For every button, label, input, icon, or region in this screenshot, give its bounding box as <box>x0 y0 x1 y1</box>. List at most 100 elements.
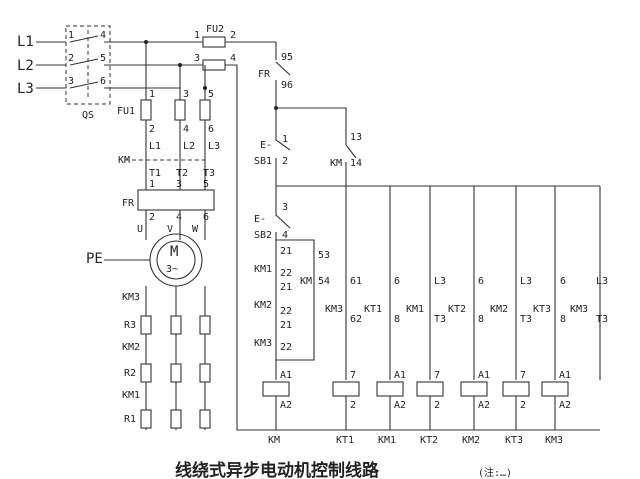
sb2-start <box>275 186 291 360</box>
label-fr-ctrl: FR <box>258 69 271 80</box>
fu2-fuse-bottom <box>202 59 226 71</box>
rotor-columns <box>145 286 206 430</box>
fr-thermal-element <box>137 189 215 211</box>
svg-text:A1: A1 <box>478 370 490 381</box>
svg-text:6: 6 <box>560 276 566 287</box>
fu1-n1: 1 <box>149 89 155 100</box>
svg-text:KM3: KM3 <box>570 304 588 315</box>
svg-text:A2: A2 <box>394 400 406 411</box>
label-km-hold: KM <box>330 158 342 169</box>
label-km2-rotor: KM2 <box>122 342 140 353</box>
fr-n3: 3 <box>176 179 182 190</box>
km2-21: 21 <box>280 282 292 293</box>
svg-text:7: 7 <box>434 370 440 381</box>
label-km1-rotor: KM1 <box>122 390 140 401</box>
label-sb2: SB2 <box>254 230 272 241</box>
sb1-n2: 2 <box>282 156 288 167</box>
sb1-stop <box>275 108 291 186</box>
km-t3: T3 <box>203 168 215 179</box>
label-w: W <box>192 224 199 235</box>
sb1-n1: 1 <box>282 134 288 145</box>
qs-t5: 5 <box>100 53 106 64</box>
km-53-loop <box>276 239 315 361</box>
label-e: E- <box>260 140 272 151</box>
km1-22: 22 <box>280 268 292 279</box>
node-c <box>203 86 207 90</box>
svg-text:2: 2 <box>520 400 526 411</box>
svg-text:KM1: KM1 <box>406 304 424 315</box>
bottom-coil-labels: KM KT1 KM1 KT2 KM2 KT3 KM3 <box>268 435 563 446</box>
branch-labels: 61 KM3 62 KT1 6 8 KM1 L3 T3 KT2 6 8 KM2 … <box>325 276 608 325</box>
qs-t6: 6 <box>100 76 106 87</box>
fu1-b <box>174 99 186 121</box>
svg-text:2: 2 <box>434 400 440 411</box>
fu1-n2: 2 <box>149 124 155 135</box>
svg-text:8: 8 <box>394 314 400 325</box>
qs-t4: 4 <box>100 30 106 41</box>
motor-outer <box>149 233 203 287</box>
svg-text:KM2: KM2 <box>462 435 480 446</box>
svg-text:KM3: KM3 <box>545 435 563 446</box>
main-feeders <box>104 41 276 89</box>
label-km-54: KM <box>300 276 312 287</box>
qs-t3: 3 <box>68 76 74 87</box>
svg-text:7: 7 <box>520 370 526 381</box>
diagram-subtitle: (注:…) <box>478 466 512 479</box>
fr-n1: 1 <box>149 179 155 190</box>
svg-text:KT2: KT2 <box>448 304 466 315</box>
fu1-a <box>140 99 152 121</box>
branch-columns <box>345 186 601 380</box>
svg-text:A1: A1 <box>280 370 292 381</box>
km2-22: 22 <box>280 306 292 317</box>
rotor-resistors <box>140 315 211 429</box>
fr-n5: 5 <box>203 179 209 190</box>
km-hold-contact <box>345 130 357 186</box>
label-u: U <box>137 224 143 235</box>
label-r3: R3 <box>124 320 136 331</box>
label-l1: L1 <box>17 34 34 50</box>
fr-nc-contact <box>275 61 291 108</box>
svg-text:A2: A2 <box>478 400 490 411</box>
fu1-c <box>199 99 211 121</box>
label-pe: PE <box>86 251 103 267</box>
svg-text:A2: A2 <box>559 400 571 411</box>
node-b <box>178 63 182 67</box>
qs-contacts <box>69 35 99 89</box>
label-km3-ctrl: KM3 <box>254 338 272 349</box>
label-km1-ctrl: KM1 <box>254 264 272 275</box>
km-t2: T2 <box>176 168 188 179</box>
coils <box>262 381 569 397</box>
svg-text:8: 8 <box>478 314 484 325</box>
svg-text:A2: A2 <box>280 400 292 411</box>
fr-n2: 2 <box>149 212 155 223</box>
qs-t1: 1 <box>68 30 74 41</box>
fu1-n5: 5 <box>208 89 214 100</box>
svg-text:KT3: KT3 <box>505 435 523 446</box>
label-fu2: FU2 <box>206 24 224 35</box>
label-l2: L2 <box>17 58 34 74</box>
motor-m: M <box>170 244 178 260</box>
power-drops <box>145 42 206 90</box>
svg-text:T3: T3 <box>434 314 446 325</box>
fu2-n1: 1 <box>194 30 200 41</box>
svg-text:KT1: KT1 <box>364 304 382 315</box>
svg-text:KM1: KM1 <box>378 435 396 446</box>
label-fr-main: FR <box>122 198 135 209</box>
qs-t2: 2 <box>68 53 74 64</box>
motor-inner <box>156 240 196 280</box>
km3-22: 22 <box>280 342 292 353</box>
svg-text:2: 2 <box>350 400 356 411</box>
label-km2-ctrl: KM2 <box>254 300 272 311</box>
sb2-n4: 4 <box>282 230 288 241</box>
fr-95: 95 <box>281 52 293 63</box>
label-sb1: SB1 <box>254 156 272 167</box>
svg-text:A1: A1 <box>559 370 571 381</box>
svg-text:T3: T3 <box>596 314 608 325</box>
svg-text:KT2: KT2 <box>420 435 438 446</box>
km-54: 54 <box>318 276 330 287</box>
fu1-n3: 3 <box>183 89 189 100</box>
sb2-e: E- <box>254 214 266 225</box>
